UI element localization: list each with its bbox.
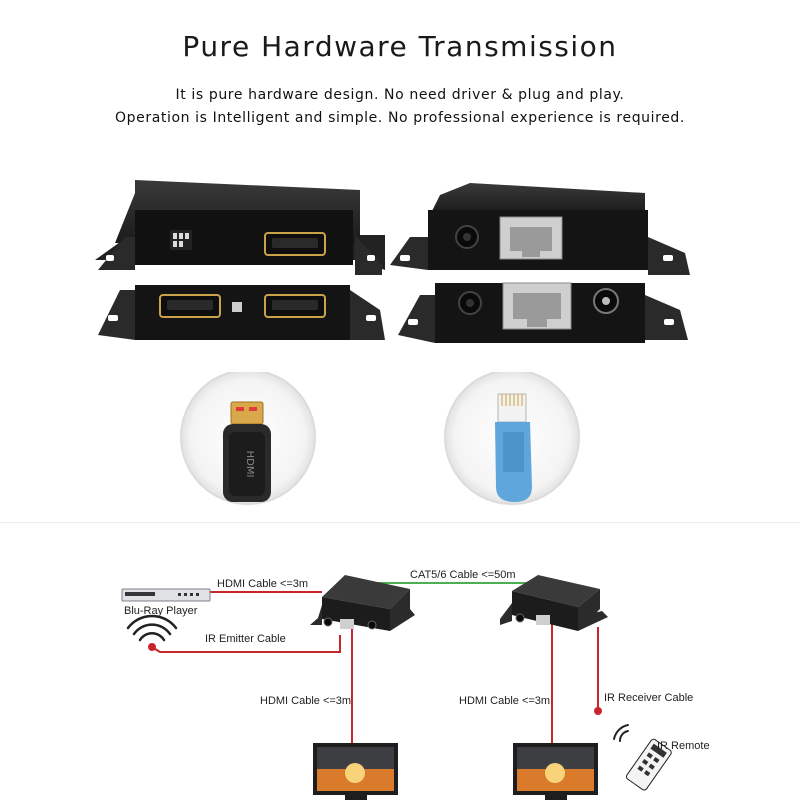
label-ir-receiver: IR Receiver Cable xyxy=(604,692,694,704)
hdmi-port-icon xyxy=(264,294,326,318)
subtitle-line-1: It is pure hardware design. No need driv… xyxy=(175,87,625,103)
label-cat-cable: CAT5/6 Cable <=50m xyxy=(410,569,516,581)
display-right-icon xyxy=(513,743,598,800)
product-photos xyxy=(95,180,690,343)
rj45-port-icon xyxy=(499,216,563,260)
label-bluray-player: Blu-Ray Player xyxy=(124,605,198,617)
cables xyxy=(151,582,599,745)
transmitter-unit-upper xyxy=(95,180,385,275)
dip-switch-icon xyxy=(170,230,192,250)
rj45-port-icon xyxy=(502,282,572,330)
ir-remote-icon xyxy=(613,724,672,791)
label-hdmi-cable-left: HDMI Cable <=3m xyxy=(260,695,352,707)
bluray-player-icon xyxy=(121,588,211,602)
rj45-plug-icon xyxy=(444,372,580,505)
connector-illustrations: HDMI xyxy=(180,372,580,505)
label-hdmi-cable-right: HDMI Cable <=3m xyxy=(459,695,551,707)
audio-jack-icon xyxy=(455,225,479,249)
page-title: Pure Hardware Transmission xyxy=(182,30,618,63)
label-hdmi-cable-source: HDMI Cable <=3m xyxy=(217,578,309,590)
wifi-signal-icon xyxy=(126,614,178,642)
hdmi-plug-text: HDMI xyxy=(244,451,255,478)
label-ir-emitter: IR Emitter Cable xyxy=(205,633,286,645)
ir-emitter-dot xyxy=(148,643,156,651)
display-left-icon xyxy=(313,743,398,800)
receiver-unit-lower xyxy=(398,282,688,343)
receiver-device-icon xyxy=(500,575,608,631)
hdmi-plug-icon: HDMI xyxy=(180,372,316,505)
transmitter-unit-lower xyxy=(98,285,385,340)
hdmi-port-icon xyxy=(264,232,326,256)
connection-diagram xyxy=(121,575,672,800)
transmitter-device-icon xyxy=(310,575,415,631)
label-ir-remote: IR Remote xyxy=(657,740,710,752)
ir-emitter-cable xyxy=(151,635,341,653)
hdmi-port-icon xyxy=(159,294,221,318)
dc-power-port-icon xyxy=(593,288,619,314)
subtitle-line-2: Operation is Intelligent and simple. No … xyxy=(115,110,685,126)
ir-receiver-dot xyxy=(594,707,602,715)
receiver-unit-upper xyxy=(390,183,690,275)
section-divider xyxy=(0,522,800,523)
audio-jack-icon xyxy=(458,291,482,315)
